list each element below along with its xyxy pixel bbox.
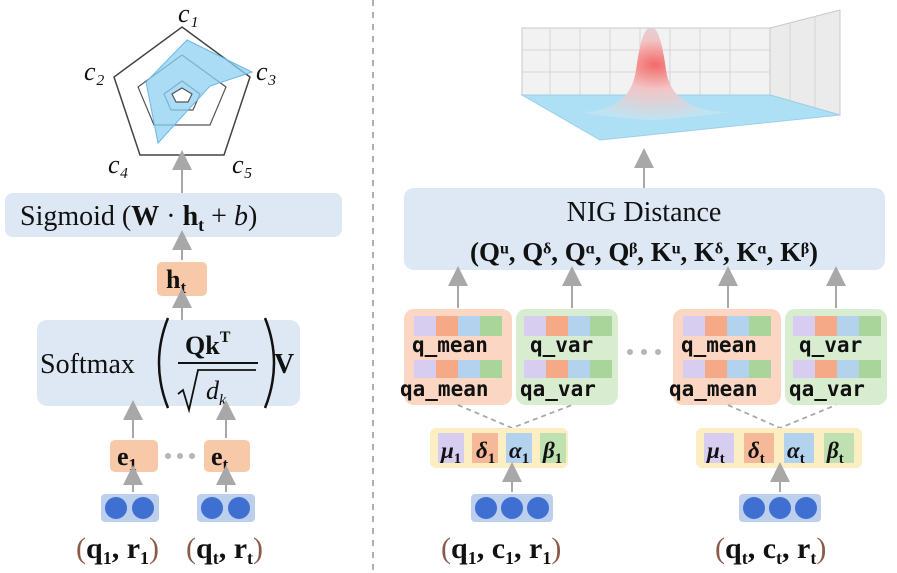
embedding-node-t: [197, 494, 255, 522]
radar-label-c2: c₂: [84, 57, 105, 86]
sigmoid-box: [5, 193, 342, 237]
e1-label: e1: [117, 442, 137, 474]
softmax-word: Softmax: [40, 349, 135, 380]
radar-label-c4: c₄: [108, 150, 129, 179]
nig-distance-box: [404, 188, 885, 270]
nig-params-1: μ1 δ1 α1 β1: [430, 428, 568, 468]
embedding-node-right-1: [471, 494, 553, 522]
embedding-node-1: [101, 494, 159, 522]
nig-surface-plot: [520, 9, 841, 141]
radar-label-c5: c₅: [232, 150, 253, 179]
mean-var-group-1: q_mean qa_mean q_var qa_var: [400, 309, 618, 405]
radar-chart: c₁ c₂ c₃ c₄ c₅: [84, 0, 277, 179]
nig-params-t: μt δt αt βt: [696, 428, 862, 468]
qa-var-label: qa_var: [789, 377, 865, 401]
delta-1: δ1: [476, 438, 495, 467]
ht-node: [157, 262, 207, 296]
q-var-label: q_var: [530, 333, 593, 357]
mu-t: μt: [706, 438, 725, 467]
et-label: et: [211, 442, 229, 474]
softmax-v: V: [274, 349, 294, 380]
alpha-t: αt: [787, 438, 805, 467]
input-q1-r1: (q1, r1): [76, 532, 159, 568]
embedding-bar: [414, 316, 612, 378]
radar-label-c3: c₃: [256, 57, 277, 86]
input-q1-c1-r1: (q1, c1, r1): [441, 532, 561, 568]
radar-fill: [145, 39, 254, 145]
qa-mean-label: qa_mean: [400, 377, 489, 401]
et-node: [204, 440, 250, 472]
q-mean-label: q_mean: [681, 333, 757, 357]
embedding-node-right-t: [739, 494, 821, 522]
softmax-numerator: QkT: [185, 329, 231, 360]
qa-var-label: qa_var: [520, 377, 596, 401]
beta-1: β1: [542, 438, 562, 467]
beta-t: βt: [826, 438, 844, 467]
embedding-bar: [683, 316, 881, 378]
ellipsis-dots-left: [165, 453, 195, 459]
sigmoid-formula: Sigmoid (W · ht + b): [20, 201, 257, 235]
ht-label: ht: [166, 265, 186, 297]
delta-t: δt: [748, 438, 765, 467]
nig-formula: (Qᵘ, Qᵟ, Qᵅ, Qᵝ, Kᵘ, Kᵟ, Kᵅ, Kᵝ): [470, 237, 818, 267]
mean-var-group-t: q_mean qa_mean q_var qa_var: [669, 309, 887, 405]
ellipsis-dots-right: [627, 349, 661, 355]
mu-1: μ1: [440, 438, 461, 467]
input-qt-ct-rt: (qt, ct, rt): [715, 532, 826, 568]
q-mean-label: q_mean: [412, 333, 488, 357]
alpha-1: α1: [509, 438, 529, 467]
radar-label-c1: c₁: [178, 0, 199, 28]
input-qt-rt: (qt, rt): [186, 532, 263, 568]
qa-mean-label: qa_mean: [669, 377, 758, 401]
nig-title: NIG Distance: [567, 197, 722, 228]
e1-node: [110, 440, 158, 472]
q-var-label: q_var: [799, 333, 862, 357]
softmax-box: [37, 320, 300, 406]
